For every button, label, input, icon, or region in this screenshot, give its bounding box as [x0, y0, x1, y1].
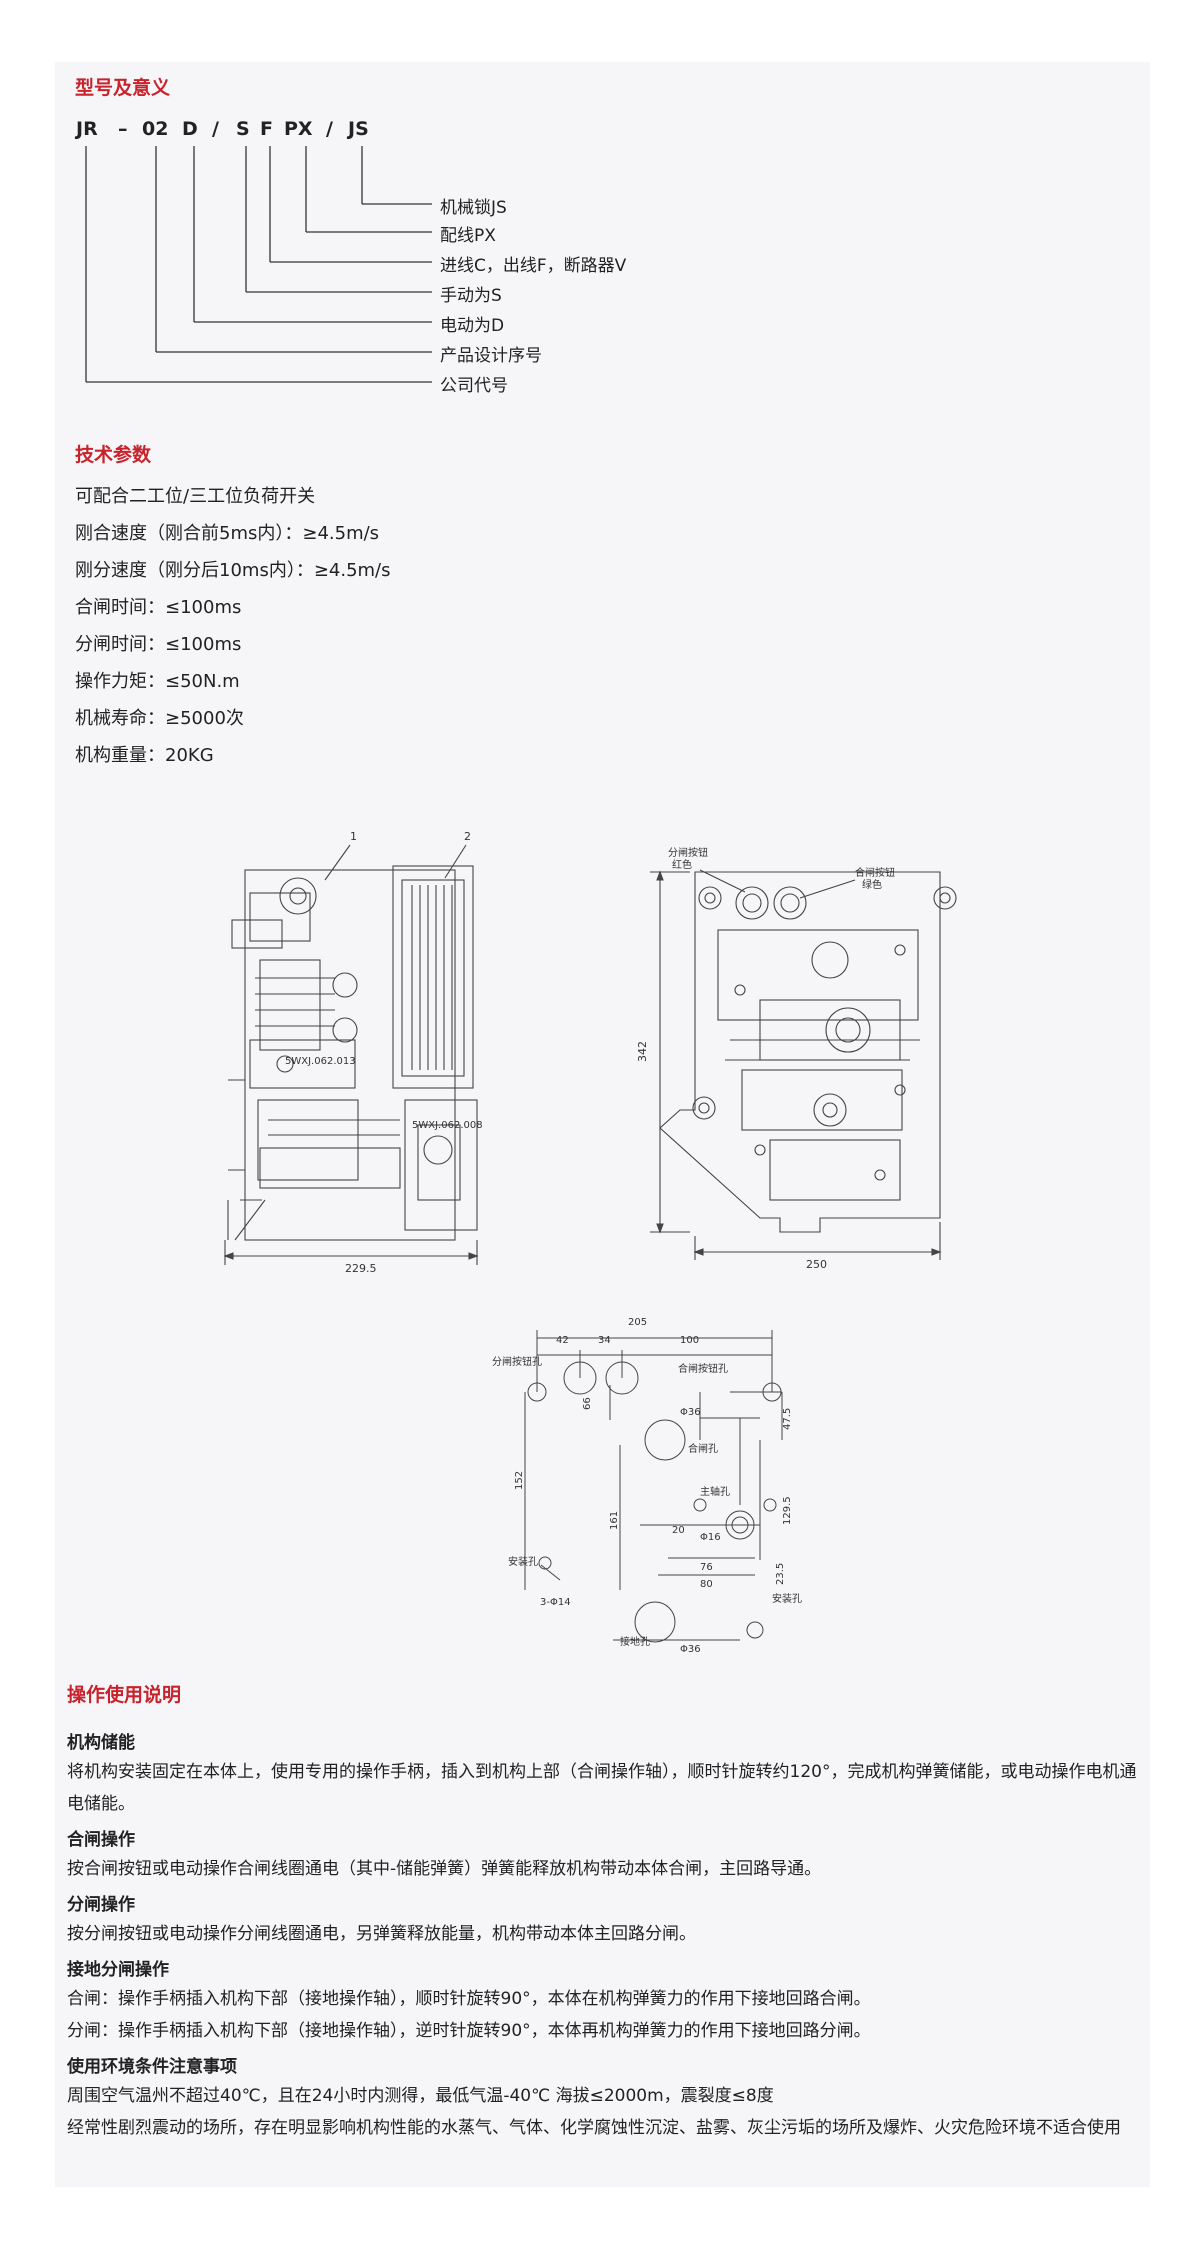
side-view-part-label-013: 5WXJ.062.013	[285, 1056, 356, 1067]
panel-label-close-hole: 合闸孔	[688, 1442, 718, 1455]
param-open-speed: 刚分速度（刚分后10ms内）：≥4.5m/s	[75, 560, 391, 581]
side-view-drawing	[223, 844, 479, 1265]
panel-label-ground-hole: 接地孔	[620, 1635, 650, 1648]
op-text-ground-close: 合闸：操作手柄插入机构下部（接地操作轴），顺时针旋转90°，本体在机构弹簧力的作…	[67, 1989, 871, 2009]
front-view-label-open-button: 分闸按钮	[668, 846, 708, 859]
code-part-px: PX	[284, 118, 313, 140]
panel-diameter-close-hole: Φ36	[680, 1407, 701, 1418]
param-weight: 机构重量：20KG	[75, 745, 214, 766]
panel-dim-205: 205	[628, 1317, 647, 1328]
panel-label-open-button-hole: 分闸按钮孔	[492, 1355, 542, 1368]
code-part-slash1: /	[212, 118, 219, 140]
panel-diameter-mount-holes: 3-Φ14	[540, 1597, 571, 1608]
panel-layout-drawing	[524, 1330, 783, 1643]
code-part-s: S	[236, 118, 250, 140]
front-view-width-dimension: 250	[806, 1258, 827, 1271]
op-heading-close: 合闸操作	[67, 1830, 135, 1850]
side-view-part-label-008: 5WXJ.062.008	[412, 1120, 483, 1131]
code-part-f: F	[260, 118, 273, 140]
op-text-environment-unsuitable: 经常性剧烈震动的场所，存在明显影响机构性能的水蒸气、气体、化学腐蚀性沉淀、盐雾、…	[67, 2118, 1121, 2138]
code-part-02: 02	[142, 118, 169, 140]
document-sheet	[55, 62, 1150, 2187]
front-view-label-red: 红色	[672, 858, 692, 871]
param-close-speed: 刚合速度（刚合前5ms内）：≥4.5m/s	[75, 523, 380, 544]
panel-dim-129-5: 129.5	[782, 1496, 793, 1525]
op-text-energy-storage: 将机构安装固定在本体上，使用专用的操作手柄，插入到机构上部（合闸操作轴），顺时针…	[67, 1762, 1137, 1814]
param-mech-life: 机械寿命：≥5000次	[75, 708, 244, 729]
panel-dim-20: 20	[672, 1525, 685, 1536]
panel-dim-42: 42	[556, 1335, 569, 1346]
op-text-close: 按合闸按钮或电动操作合闸线圈通电（其中-储能弹簧）弹簧能释放机构带动本体合闸，主…	[67, 1859, 822, 1879]
panel-dim-100: 100	[680, 1335, 699, 1346]
model-section-title: 型号及意义	[75, 77, 171, 99]
side-view-callout-2: 2	[464, 830, 471, 843]
side-view-callout-1: 1	[350, 830, 357, 843]
meaning-company-code: 公司代号	[440, 376, 508, 396]
op-text-environment-temp: 周围空气温州不超过40℃，且在24小时内测得，最低气温-40℃ 海拔≤2000m…	[67, 2086, 774, 2106]
panel-label-mount-hole-right: 安装孔	[772, 1592, 802, 1605]
param-close-time: 合闸时间：≤100ms	[75, 597, 242, 618]
side-view-width-dimension: 229.5	[345, 1262, 377, 1275]
op-heading-environment: 使用环境条件注意事项	[67, 2057, 237, 2077]
panel-dim-80: 80	[700, 1579, 713, 1590]
panel-label-mount-hole-left: 安装孔	[508, 1555, 538, 1568]
front-view-label-green: 绿色	[862, 878, 882, 891]
panel-dim-66: 66	[582, 1397, 593, 1410]
panel-label-close-button-hole: 合闸按钮孔	[678, 1362, 728, 1375]
panel-label-main-shaft-hole: 主轴孔	[700, 1485, 730, 1498]
code-part-jr: JR	[76, 118, 98, 140]
panel-dim-34: 34	[598, 1335, 611, 1346]
op-heading-energy-storage: 机构储能	[67, 1733, 135, 1753]
panel-dim-152: 152	[514, 1471, 525, 1490]
code-part-slash2: /	[326, 118, 333, 140]
panel-dim-76: 76	[700, 1562, 713, 1573]
panel-diameter-shaft: Φ16	[700, 1532, 721, 1543]
technical-drawings: 1 2 5WXJ.062.013 5WXJ.062.008 229.5	[223, 830, 957, 1655]
front-view-label-close-button: 合闸按钮	[855, 866, 895, 879]
front-view-drawing	[650, 869, 957, 1260]
front-view-height-dimension: 342	[636, 1041, 649, 1062]
meaning-s: 手动为S	[440, 286, 502, 306]
code-part-d: D	[182, 118, 198, 140]
panel-dim-47-5: 47.5	[782, 1408, 793, 1430]
panel-dim-23-5: 23.5	[775, 1563, 786, 1585]
param-open-time: 分闸时间：≤100ms	[75, 634, 242, 655]
model-code-tree-lines	[85, 146, 432, 383]
meaning-px: 配线PX	[440, 226, 496, 246]
meaning-cfv: 进线C，出线F，断路器V	[440, 256, 627, 276]
meaning-design-no: 产品设计序号	[440, 346, 542, 366]
param-compatibility: 可配合二工位/三工位负荷开关	[75, 486, 316, 507]
operation-section-title: 操作使用说明	[67, 1684, 182, 1706]
op-text-ground-open: 分闸：操作手柄插入机构下部（接地操作轴），逆时针旋转90°，本体再机构弹簧力的作…	[67, 2021, 871, 2041]
panel-diameter-ground-hole: Φ36	[680, 1644, 701, 1655]
param-torque: 操作力矩：≤50N.m	[75, 671, 240, 692]
tech-section-title: 技术参数	[75, 444, 152, 466]
code-part-js: JS	[348, 118, 369, 140]
code-part-dash: –	[118, 118, 128, 140]
op-heading-open: 分闸操作	[67, 1895, 135, 1915]
panel-dim-161: 161	[609, 1511, 620, 1530]
op-text-open: 按分闸按钮或电动操作分闸线圈通电，另弹簧释放能量，机构带动本体主回路分闸。	[67, 1924, 696, 1944]
meaning-d: 电动为D	[440, 316, 505, 336]
op-heading-ground-switch: 接地分闸操作	[67, 1960, 169, 1980]
meaning-js: 机械锁JS	[440, 198, 507, 218]
